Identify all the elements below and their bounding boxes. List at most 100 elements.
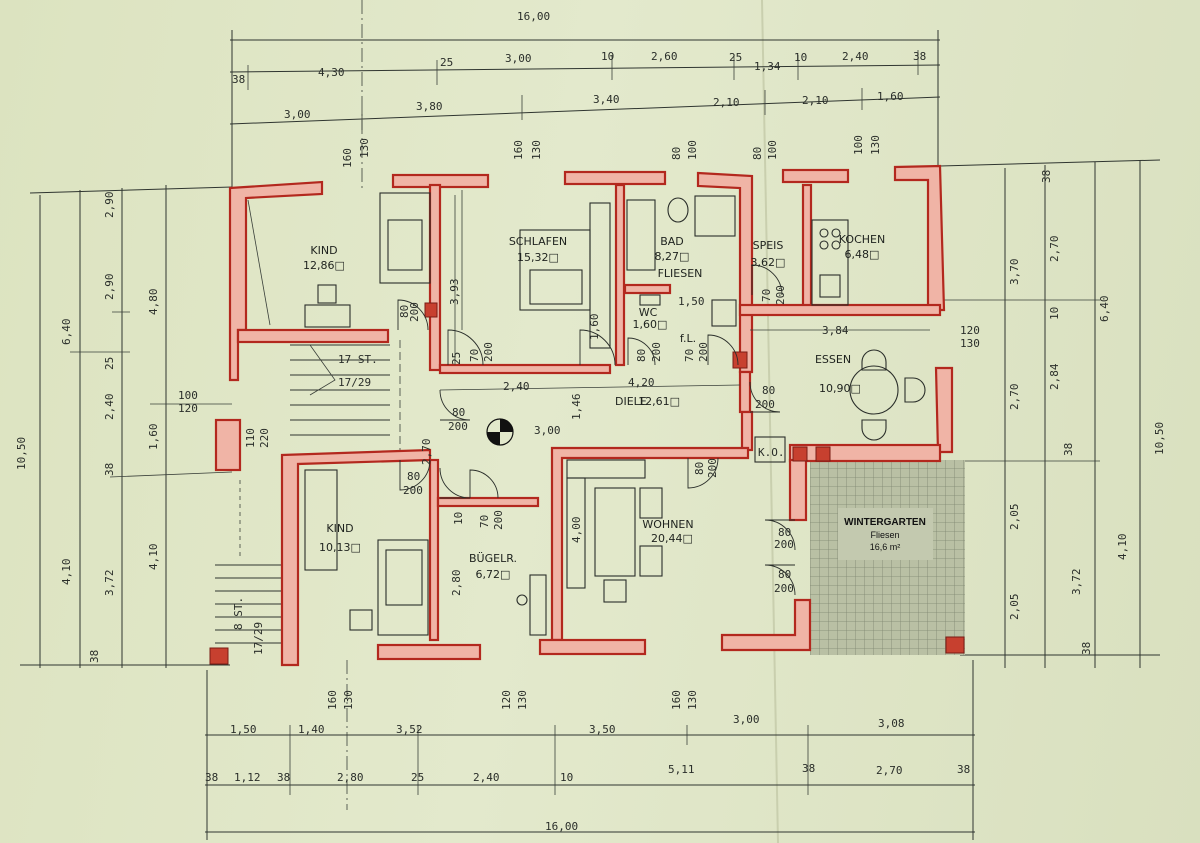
stair-lower-count: 8 ST.: [232, 597, 245, 630]
wintergarten-label-box: [838, 508, 933, 560]
top-dim-1-2: 4,30: [318, 66, 345, 79]
room-essen-area: 10,90□: [819, 382, 861, 395]
wintergarten-area: 16,6 m²: [870, 542, 901, 552]
svg-text:220: 220: [258, 428, 271, 448]
svg-text:110: 110: [244, 428, 257, 448]
svg-text:70: 70: [478, 515, 491, 528]
svg-text:1,50: 1,50: [678, 295, 705, 308]
svg-text:200: 200: [755, 398, 775, 411]
room-labels: KIND 12,86□ SCHLAFEN 15,32□ BAD 8,27□ FL…: [303, 233, 885, 581]
room-diele-area: 12,61□: [638, 395, 680, 408]
bottom-dimension-chains: 1,50 1,40 3,52 3,50 3,00 3,08 38 1,12 38…: [205, 660, 975, 840]
svg-text:1,60: 1,60: [147, 424, 160, 451]
top-dim-2-2: 3,80: [416, 100, 443, 113]
svg-text:3,00: 3,00: [733, 713, 760, 726]
svg-text:100: 100: [686, 140, 699, 160]
svg-text:10: 10: [452, 512, 465, 525]
svg-text:200: 200: [774, 285, 787, 305]
svg-text:6,40: 6,40: [60, 319, 73, 346]
svg-text:3,00: 3,00: [534, 424, 561, 437]
svg-text:10,50: 10,50: [15, 437, 28, 470]
svg-text:38: 38: [1062, 443, 1075, 456]
room-essen-name: ESSEN: [815, 353, 851, 366]
top-dim-1-4: 3,00: [505, 52, 532, 65]
svg-text:70: 70: [760, 289, 773, 302]
top-dim-1-3: 25: [440, 56, 453, 69]
svg-text:100: 100: [766, 140, 779, 160]
svg-text:4,10: 4,10: [60, 559, 73, 586]
room-schlafen-area: 15,32□: [517, 251, 559, 264]
top-dim-2-5: 2,10: [802, 94, 829, 107]
top-window-heights: 160 130 160 130 80 100 80 100 100 130: [341, 135, 882, 168]
svg-text:4,10: 4,10: [147, 544, 160, 571]
svg-text:38: 38: [88, 650, 101, 663]
top-dim-2-4: 2,10: [713, 96, 740, 109]
svg-text:160: 160: [512, 140, 525, 160]
svg-text:120: 120: [500, 690, 513, 710]
left-dimension-chains: 10,50 6,40 4,10 2,90 2,90 25 2,40 38 3,7…: [15, 185, 233, 668]
svg-text:2,90: 2,90: [103, 274, 116, 301]
svg-text:130: 130: [869, 135, 882, 155]
room-speis-area: 3,62□: [751, 256, 786, 269]
stair-lower-ratio: 17/29: [252, 622, 265, 655]
room-bad-area: 8,27□: [655, 250, 690, 263]
svg-text:2,80: 2,80: [450, 570, 463, 597]
room-kochen-area: 6,48□: [845, 248, 880, 261]
svg-text:2,40: 2,40: [103, 394, 116, 421]
svg-text:2,70: 2,70: [1048, 236, 1061, 263]
svg-text:4,00: 4,00: [570, 517, 583, 544]
chimney-label: K.O.: [758, 446, 785, 459]
svg-text:2,40: 2,40: [473, 771, 500, 784]
room-speis-name: SPEIS: [753, 239, 784, 252]
door-labels: 80 200 70 200 80 200 70 200 70 200 80 20…: [398, 285, 794, 595]
svg-text:120: 120: [178, 402, 198, 415]
top-dim-2-3: 3,40: [593, 93, 620, 106]
svg-text:2,05: 2,05: [1008, 594, 1021, 621]
svg-text:130: 130: [358, 138, 371, 158]
door-swings: [397, 264, 796, 596]
inner-dimensions: 3,93 2,40 4,20 1,46 3,00 2,70 2,80 4,00 …: [420, 195, 930, 596]
room-wc-note: f.L.: [680, 332, 696, 345]
svg-text:2,40: 2,40: [503, 380, 530, 393]
svg-text:80: 80: [762, 384, 775, 397]
top-dim-1-7: 25: [729, 51, 742, 64]
svg-text:200: 200: [482, 342, 495, 362]
svg-text:130: 130: [342, 690, 355, 710]
svg-text:3,50: 3,50: [589, 723, 616, 736]
walls: [209, 164, 965, 667]
svg-text:38: 38: [205, 771, 218, 784]
svg-text:10: 10: [1048, 307, 1061, 320]
top-dim-1-11: 38: [913, 50, 926, 63]
svg-text:80: 80: [407, 470, 420, 483]
svg-text:200: 200: [774, 582, 794, 595]
svg-text:2,70: 2,70: [876, 764, 903, 777]
room-wc-area: 1,60□: [633, 318, 668, 331]
svg-text:3,08: 3,08: [878, 717, 905, 730]
staircase: 17 ST. 17/29 8 ST. 17/29 110 220: [215, 340, 401, 655]
svg-text:3,93: 3,93: [448, 279, 461, 306]
room-bad-name: BAD: [660, 235, 684, 248]
svg-text:3,84: 3,84: [822, 324, 849, 337]
svg-text:130: 130: [516, 690, 529, 710]
svg-text:80: 80: [778, 568, 791, 581]
svg-text:10,50: 10,50: [1153, 422, 1166, 455]
svg-text:200: 200: [492, 510, 505, 530]
top-dim-2-1: 3,00: [284, 108, 311, 121]
room-kind-bottom-name: KIND: [326, 522, 353, 535]
svg-text:1,60: 1,60: [588, 314, 601, 341]
svg-text:25: 25: [103, 357, 116, 370]
svg-text:2,84: 2,84: [1048, 363, 1061, 390]
svg-text:200: 200: [650, 342, 663, 362]
room-bad-note: FLIESEN: [658, 267, 703, 280]
svg-text:2,70: 2,70: [1008, 384, 1021, 411]
top-dim-1-5: 10: [601, 50, 614, 63]
svg-text:120: 120: [960, 324, 980, 337]
svg-text:80: 80: [778, 526, 791, 539]
svg-text:2,05: 2,05: [1008, 504, 1021, 531]
stair-upper-ratio: 17/29: [338, 376, 371, 389]
room-kind-bottom-area: 10,13□: [319, 541, 361, 554]
svg-text:80: 80: [751, 147, 764, 160]
svg-text:160: 160: [341, 148, 354, 168]
